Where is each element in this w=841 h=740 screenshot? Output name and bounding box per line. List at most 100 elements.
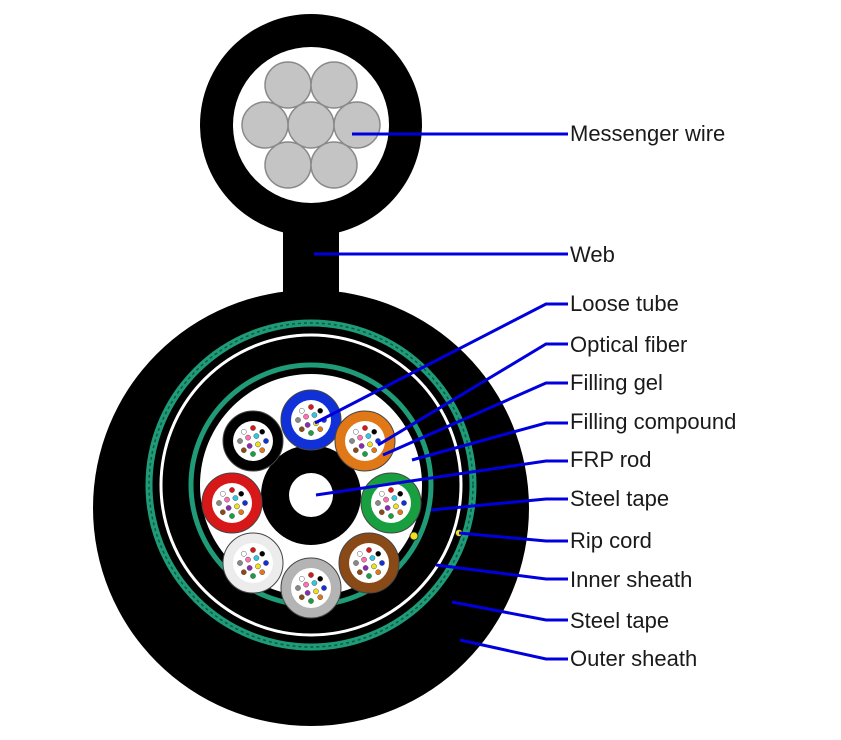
- optical-fiber: [259, 428, 266, 435]
- loose-tube: [201, 472, 263, 534]
- optical-fiber: [358, 443, 365, 449]
- loose-tube: [280, 557, 342, 619]
- optical-fiber: [366, 573, 372, 579]
- optical-fiber: [250, 547, 256, 553]
- messenger-strand: [310, 61, 358, 109]
- optical-fiber: [321, 585, 327, 591]
- optical-fiber: [225, 505, 232, 511]
- optical-fiber: [362, 565, 369, 571]
- leader-line: [382, 381, 568, 457]
- optical-fiber: [240, 428, 247, 435]
- optical-fiber: [238, 490, 245, 497]
- optical-fiber: [255, 441, 261, 448]
- messenger-wire: [200, 14, 422, 236]
- optical-fiber: [349, 438, 355, 444]
- optical-fiber: [216, 500, 222, 506]
- leader-line: [459, 638, 568, 661]
- optical-fiber: [388, 513, 394, 519]
- optical-fiber: [388, 487, 394, 493]
- optical-fiber: [352, 428, 359, 435]
- label-messenger-wire: Messenger wire: [570, 121, 725, 146]
- leader-line: [314, 302, 568, 425]
- optical-fiber: [375, 550, 382, 557]
- rip-cord: [409, 531, 419, 541]
- optical-fiber: [259, 550, 266, 557]
- messenger-strand: [264, 61, 312, 109]
- optical-fiber: [240, 569, 247, 576]
- labels: Messenger wire Web Loose tube Optical fi…: [570, 121, 736, 671]
- optical-fiber: [317, 594, 324, 601]
- loose-tube: [334, 410, 396, 472]
- leader-line: [315, 459, 568, 497]
- label-web: Web: [570, 242, 615, 267]
- optical-fiber: [245, 434, 251, 441]
- loose-tube: [222, 410, 284, 472]
- optical-fiber: [219, 509, 226, 516]
- optical-fiber: [353, 560, 359, 566]
- optical-fiber: [317, 575, 324, 582]
- leader-line: [430, 497, 568, 512]
- optical-fiber: [259, 447, 266, 454]
- web: [283, 222, 339, 300]
- optical-fiber: [369, 555, 376, 561]
- optical-fiber: [229, 513, 235, 519]
- optical-fiber: [298, 426, 305, 433]
- optical-fiber: [367, 441, 373, 448]
- optical-fiber: [317, 407, 324, 414]
- optical-fiber: [393, 503, 399, 510]
- optical-fiber: [259, 569, 266, 576]
- optical-fiber: [298, 407, 305, 414]
- optical-fiber: [240, 550, 247, 557]
- optical-fiber: [240, 447, 247, 454]
- inner-sheath-gap: [159, 333, 463, 637]
- messenger-strands: [241, 61, 381, 189]
- optical-fiber: [245, 556, 251, 563]
- optical-fiber: [304, 422, 311, 428]
- label-outer-sheath: Outer sheath: [570, 646, 697, 671]
- optical-fiber: [308, 572, 314, 578]
- optical-fiber: [303, 581, 309, 588]
- optical-fiber: [263, 560, 269, 566]
- loose-tube: [222, 532, 284, 594]
- label-filling-compound: Filling compound: [570, 409, 736, 434]
- optical-fiber: [378, 490, 385, 497]
- optical-fiber: [237, 560, 243, 566]
- optical-fiber: [357, 434, 363, 441]
- optical-fiber: [352, 447, 359, 454]
- optical-fiber: [401, 500, 407, 506]
- optical-fiber: [375, 500, 381, 506]
- optical-fiber: [219, 490, 226, 497]
- optical-fiber: [246, 443, 253, 449]
- optical-fiber: [362, 425, 368, 431]
- optical-fiber: [308, 430, 314, 436]
- optical-fiber: [371, 428, 378, 435]
- messenger-strand: [241, 101, 289, 149]
- leader-line: [435, 563, 568, 581]
- optical-fiber: [295, 585, 301, 591]
- messenger-strand: [287, 101, 335, 149]
- optical-fiber: [378, 509, 385, 516]
- optical-fiber: [250, 451, 256, 457]
- optical-fiber: [379, 560, 385, 566]
- loose-tube: [360, 472, 422, 534]
- optical-fiber: [375, 569, 382, 576]
- leader-line: [458, 531, 568, 543]
- optical-fiber: [308, 404, 314, 410]
- optical-fiber: [298, 594, 305, 601]
- leader-line: [411, 421, 568, 462]
- optical-fiber: [356, 550, 363, 557]
- optical-fiber: [317, 426, 324, 433]
- optical-fiber: [232, 495, 239, 501]
- optical-fiber: [255, 563, 261, 570]
- optical-fiber: [371, 447, 378, 454]
- optical-fiber: [311, 412, 318, 418]
- label-inner-sheath: Inner sheath: [570, 567, 692, 592]
- optical-fiber: [371, 563, 377, 570]
- loose-tube: [280, 389, 342, 451]
- optical-fiber: [311, 580, 318, 586]
- optical-fiber: [365, 433, 372, 439]
- label-rip-cord: Rip cord: [570, 528, 652, 553]
- messenger-strand: [264, 141, 312, 189]
